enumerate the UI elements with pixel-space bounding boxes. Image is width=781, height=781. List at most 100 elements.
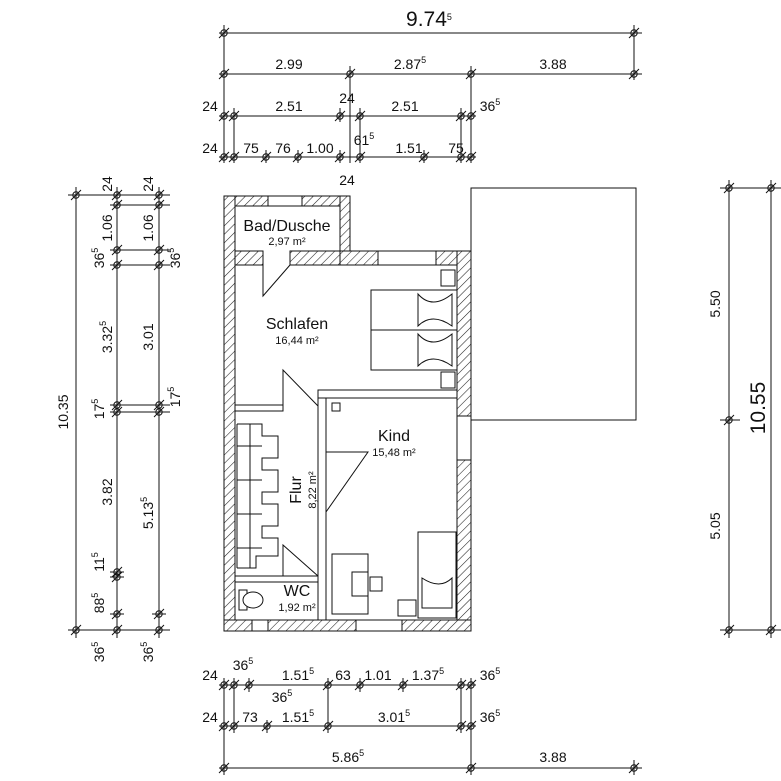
room-area-kind: 15,48 m² [372,447,416,459]
dimension-tick-slash [218,68,230,80]
dimension-tick-slash [111,259,123,271]
dimension-label: 365 [90,642,107,663]
dimension-tick-slash [465,679,477,691]
dimension-tick-slash [218,679,230,691]
dimension-tick [336,112,344,120]
dimension-tick [467,112,475,120]
dimension-tick [457,112,465,120]
dimension-label: 365 [272,688,293,705]
dimension-tick-slash [455,679,467,691]
dimension-tick-slash [628,27,640,39]
dimension-label: 75 [448,140,464,156]
dimension-label: 1.515 [282,708,314,725]
dimension-tick-slash [354,679,366,691]
building [223,187,637,632]
dimension-tick [155,626,163,634]
dimension-tick-slash [70,624,82,636]
dimension-label: 5.865 [332,748,364,765]
dimension-tick-slash [723,414,735,426]
room-name-wc: WC [284,583,311,600]
room-area-wc: 1,92 m² [278,602,316,614]
dimension-tick [113,573,121,581]
dimension-label: 615 [354,131,375,148]
dimension-tick [220,681,228,689]
dimension-tick-slash [228,110,240,122]
dimension-tick-slash [354,110,366,122]
dimension-tick-slash [228,151,240,163]
dimension-tick [356,681,364,689]
dimension-tick-slash [111,571,123,583]
dimension-tick-slash [261,720,273,732]
dimension-tick-slash [354,151,366,163]
dimension-tick-slash [153,608,165,620]
dimension-label: 1.375 [412,666,444,683]
dimension-tick [324,681,332,689]
dimension-tick [467,153,475,161]
dimension-label: 24 [202,140,218,156]
dimension-tick-slash [322,679,334,691]
dimension-tick-slash [153,406,165,418]
dimension-tick [767,626,775,634]
dimension-tick [155,401,163,409]
dimension-tick-slash [70,189,82,201]
dimension-tick [230,681,238,689]
dimension-label: 115 [90,552,107,572]
dimension-label: 885 [90,593,107,614]
dimension-tick [155,610,163,618]
dimension-label: 1.00 [306,140,333,156]
dimension-tick [113,191,121,199]
dimension-label: 3.88 [539,56,566,72]
dimension-tick [220,29,228,37]
dimension-tick [725,626,733,634]
dimension-label: 1.515 [282,666,314,683]
dimension-tick-slash [344,68,356,80]
dimension-tick-slash [465,151,477,163]
dimension-tick [155,191,163,199]
dimension-tick [113,568,121,576]
dimension-tick [457,722,465,730]
dimension-tick-slash [153,244,165,256]
dimension-label: 175 [166,387,183,408]
dimension-tick-slash [153,189,165,201]
dimension-label: 1.06 [140,214,156,241]
dimension-total-width: 9.745 [406,8,452,31]
dimension-tick-slash [765,182,777,194]
room-area-schlafen: 16,44 m² [275,335,319,347]
dimension-ticks [70,27,777,774]
dimension-label: 2.875 [394,55,426,72]
room-area-bad: 2,97 m² [268,236,306,248]
dimension-tick-slash [111,189,123,201]
dimension-tick-slash [334,110,346,122]
dimension-tick [263,722,271,730]
dimension-tick-slash [455,151,467,163]
dimension-tick [356,153,364,161]
dimension-tick-slash [111,199,123,211]
dimension-total-height-left: 10.35 [55,394,71,429]
dimension-label: 1.06 [99,214,115,241]
dimension-tick [725,184,733,192]
dimension-tick-slash [111,566,123,578]
dimension-tick [230,153,238,161]
dimension-tick-slash [723,182,735,194]
dimension-tick-slash [111,624,123,636]
dimension-label: 3.015 [378,708,410,725]
dimension-label: 75 [243,140,259,156]
dimension-label: 3.88 [539,749,566,765]
dimension-label: 365 [233,656,254,673]
dimension-label: 175 [90,399,107,420]
dimension-tick [113,408,121,416]
dimension-tick [467,764,475,772]
dimension-tick-slash [111,406,123,418]
dimension-label: 3.82 [99,478,115,505]
dimension-tick [113,626,121,634]
dimension-tick [113,261,121,269]
dimension-tick [220,112,228,120]
dimension-tick-slash [111,608,123,620]
dimension-tick [324,722,332,730]
dimension-tick-slash [628,68,640,80]
dimension-tick-slash [465,720,477,732]
dimension-tick [467,722,475,730]
dimension-label: 3.01 [140,323,156,350]
